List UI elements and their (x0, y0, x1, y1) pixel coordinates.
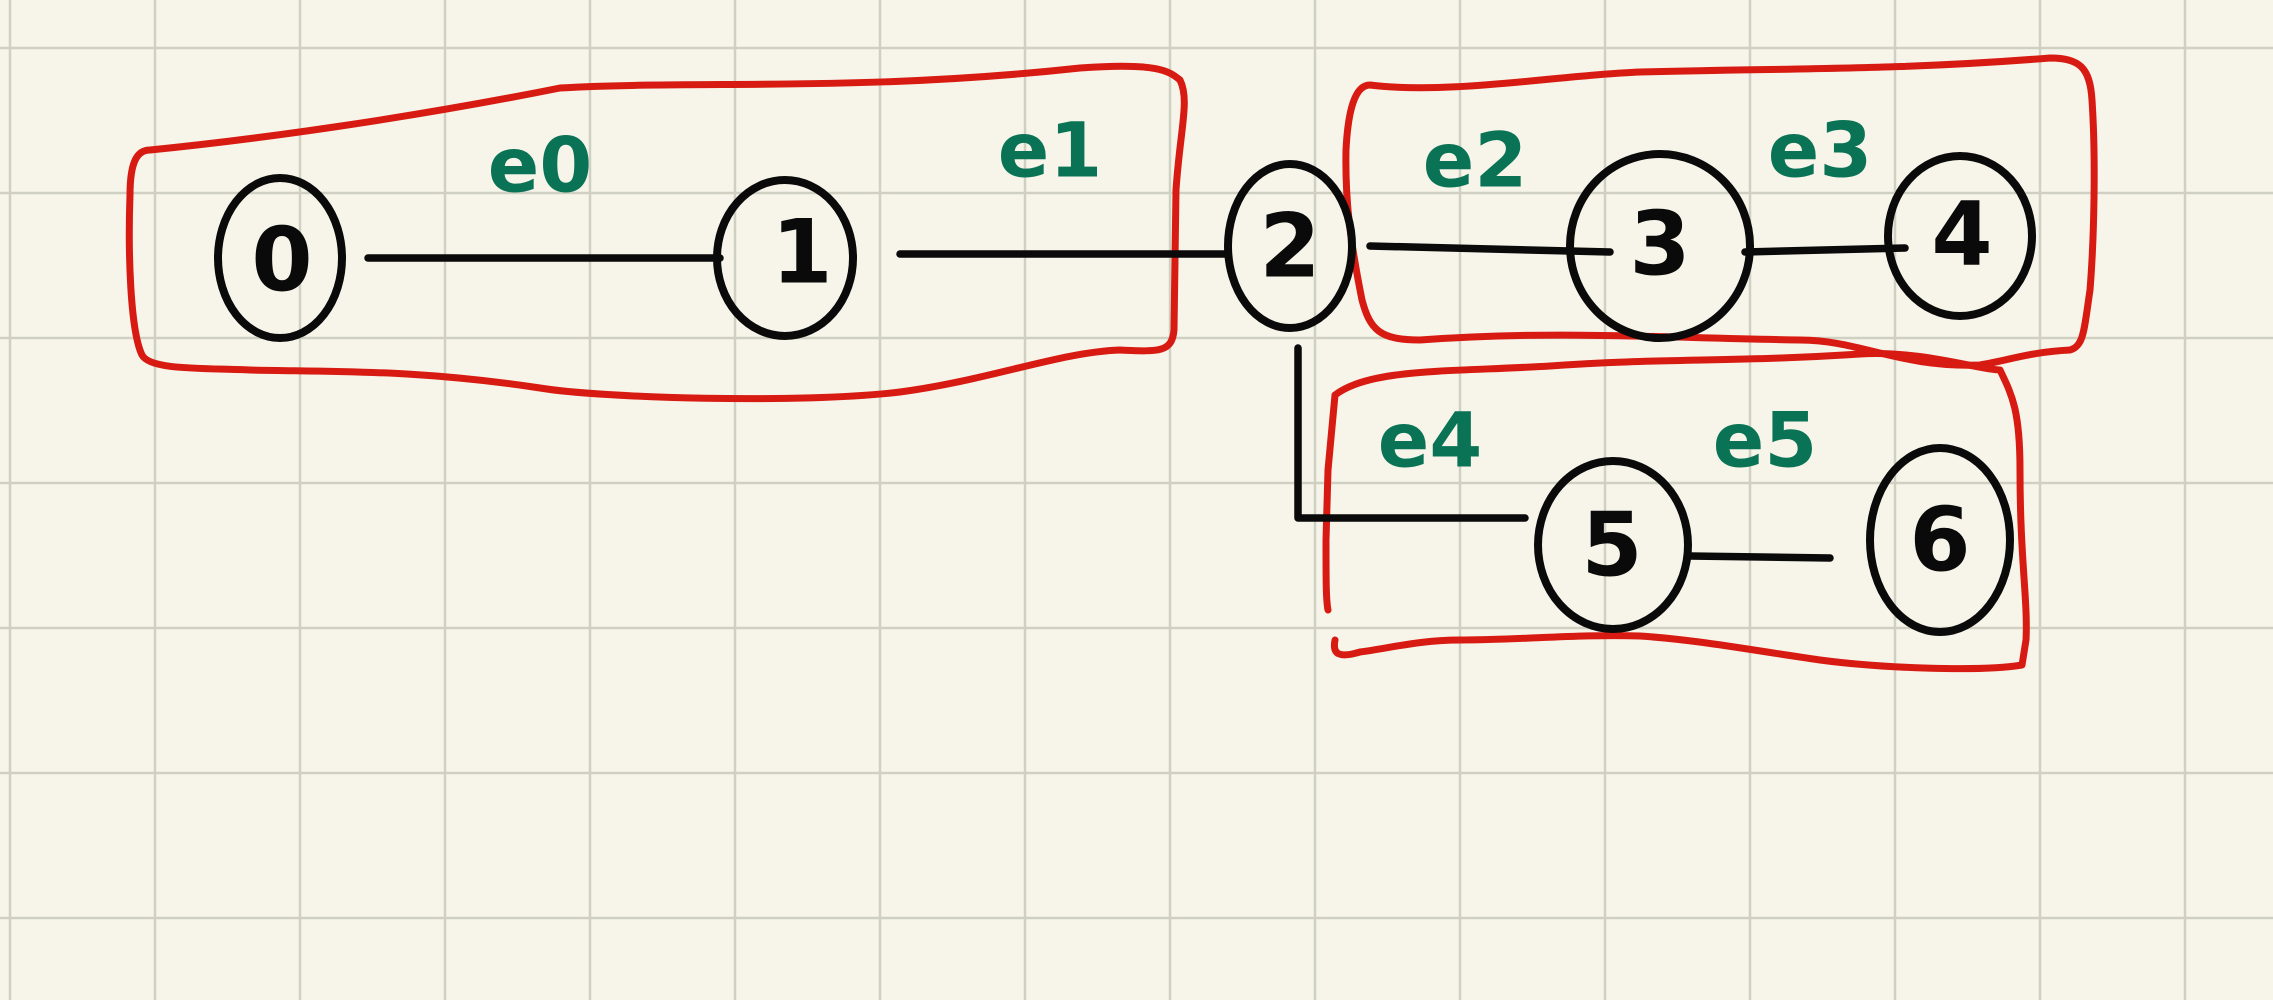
group-top-right-outline (1342, 54, 2098, 369)
node-2-circle (1224, 160, 1356, 332)
group-left-outline (125, 62, 1188, 403)
edge-e1-label: e1 (998, 106, 1102, 195)
node-1-label: 1 (771, 201, 832, 304)
edge-e0-label: e0 (488, 121, 592, 210)
nodes-layer (214, 150, 2036, 636)
node-3-circle (1566, 150, 1754, 342)
node-4-circle (1884, 152, 2036, 320)
node-6-bottom-label: 6 (1909, 489, 1970, 592)
group-bottom-right-outline (1322, 349, 2030, 673)
node-0-circle (214, 174, 346, 342)
node-4-label: 4 (1931, 183, 1992, 286)
edge-e3-label: e3 (1768, 106, 1872, 195)
edges-layer (364, 242, 1909, 562)
node-1-circle (713, 176, 857, 340)
node-3-label: 3 (1629, 193, 1690, 296)
node-2-label: 2 (1259, 195, 1320, 298)
edge-e2-label: e2 (1423, 116, 1527, 205)
node-6-bottom-circle (1866, 444, 2014, 636)
edge-labels-layer: e0 e1 e2 e3 e4 e5 (488, 106, 1872, 485)
node-5-circle (1534, 457, 1692, 633)
node-5-label: 5 (1581, 494, 1642, 597)
edge-e4-line (1294, 344, 1529, 522)
edge-e3-line (1741, 244, 1909, 256)
edge-e4-label: e4 (1378, 396, 1482, 485)
node-0-label: 0 (251, 209, 312, 312)
edge-e5-label: e5 (1713, 396, 1817, 485)
node-labels-layer: 0 1 2 3 4 5 6 (251, 183, 1992, 597)
edge-e5-line (1686, 552, 1834, 562)
